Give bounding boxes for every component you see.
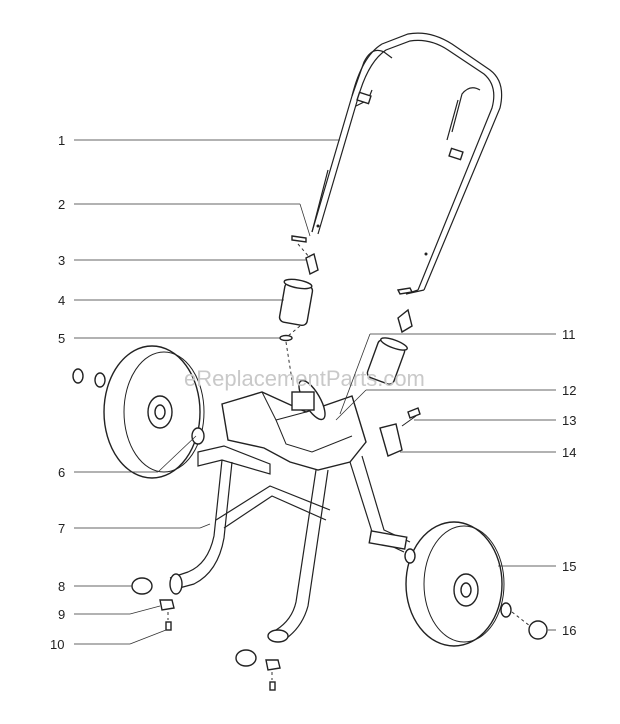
right-washer[interactable] [404, 548, 512, 618]
callout-16: 16 [562, 623, 576, 638]
left-washer[interactable] [191, 427, 205, 445]
nut-right[interactable] [265, 659, 281, 671]
callout-1: 1 [58, 133, 65, 148]
foot-cap-right[interactable] [235, 649, 257, 667]
screw-right[interactable] [269, 681, 276, 691]
washer-part-5[interactable] [279, 334, 293, 342]
foot-cap-8[interactable] [131, 577, 153, 595]
callout-4: 4 [58, 293, 65, 308]
leader-lines [74, 139, 556, 645]
screw-10[interactable] [165, 621, 172, 631]
handle-assembly[interactable] [311, 32, 503, 295]
callout-9: 9 [58, 607, 65, 622]
callout-12: 12 [562, 383, 576, 398]
callout-10: 10 [50, 637, 64, 652]
frame-assembly[interactable] [169, 377, 421, 643]
callout-6: 6 [58, 465, 65, 480]
pin-part[interactable] [291, 235, 307, 243]
callout-8: 8 [58, 579, 65, 594]
callout-5: 5 [58, 331, 65, 346]
callout-7: 7 [58, 521, 65, 536]
callout-15: 15 [562, 559, 576, 574]
watermark: eReplacementParts.com [184, 366, 425, 391]
right-pin[interactable] [396, 287, 414, 295]
callout-14: 14 [562, 445, 576, 460]
callout-2: 2 [58, 197, 65, 212]
right-wheel[interactable] [405, 521, 505, 647]
callout-11: 11 [562, 327, 576, 342]
clip-part[interactable] [305, 252, 319, 276]
right-sleeve[interactable] [366, 335, 409, 385]
callout-labels: 1 2 3 4 5 6 7 8 9 10 11 12 13 14 15 16 [50, 133, 576, 652]
left-hubcap[interactable] [72, 368, 106, 388]
nut-9[interactable] [159, 599, 175, 611]
right-clip[interactable] [397, 308, 413, 334]
left-wheel[interactable] [103, 345, 205, 479]
sleeve-part[interactable] [278, 278, 314, 327]
hub-cap-16[interactable] [528, 620, 548, 640]
callout-13: 13 [562, 413, 576, 428]
callout-3: 3 [58, 253, 65, 268]
